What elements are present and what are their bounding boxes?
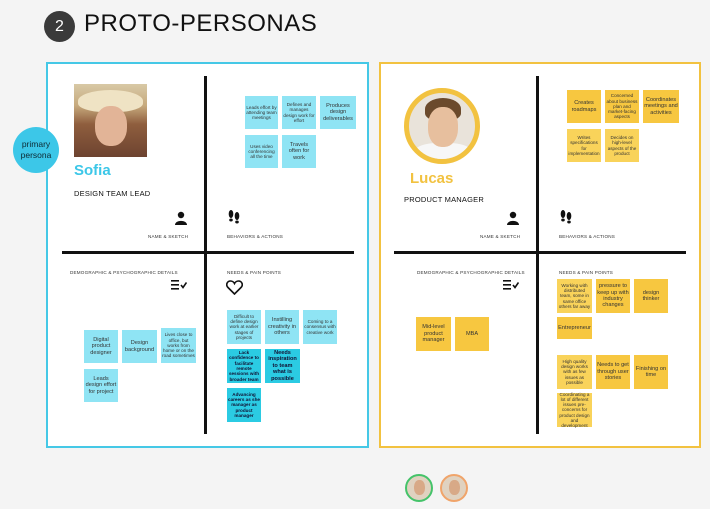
checklist-icon <box>503 280 519 290</box>
sticky-note[interactable]: Design background <box>122 330 157 363</box>
persona-role: DESIGN TEAM LEAD <box>74 189 151 198</box>
sticky-note[interactable]: Decides on high-level aspects of the pro… <box>605 129 639 162</box>
sticky-note[interactable]: Produces design deliverables <box>320 96 356 129</box>
primary-persona-badge: primary persona <box>13 127 59 173</box>
avatar-lucas[interactable] <box>440 474 468 502</box>
quadrant-label-needs: NEEDS & PAIN POINTS <box>227 270 282 275</box>
quadrant-label-name-sketch: NAME & SKETCH <box>148 234 189 239</box>
lucas-photo <box>404 88 480 164</box>
sticky-note[interactable]: Needs to get through user stories <box>596 355 630 389</box>
quadrant-axis-vertical <box>536 76 539 434</box>
sticky-note[interactable]: Creates roadmaps <box>567 90 601 123</box>
checklist-icon <box>171 280 187 290</box>
sticky-note[interactable]: Digital product designer <box>84 330 118 363</box>
quadrant-label-demographic: DEMOGRAPHIC & PSYCHOGRAPHIC DETAILS <box>417 270 525 275</box>
page-title: PROTO-PERSONAS <box>84 10 318 37</box>
quadrant-label-name-sketch: NAME & SKETCH <box>480 234 521 239</box>
sticky-note[interactable]: Concerned about business plan and market… <box>605 90 639 123</box>
sticky-note[interactable]: Lack confidence to facilitate remote ses… <box>227 349 261 383</box>
persona-name: Lucas <box>410 170 454 187</box>
heart-icon <box>226 280 243 295</box>
sticky-note[interactable]: High quality design works with as few is… <box>557 355 592 389</box>
sticky-note[interactable]: Entrepreneur <box>557 317 592 339</box>
sticky-note[interactable]: Working with distributed team, some in s… <box>557 279 592 313</box>
quadrant-axis-horizontal <box>394 251 686 254</box>
sticky-note[interactable]: Finishing on time <box>634 355 668 389</box>
person-icon <box>507 211 519 225</box>
persona-role: PRODUCT MANAGER <box>404 195 484 204</box>
sticky-note[interactable]: Coordinates meetings and activities <box>643 90 679 123</box>
person-icon <box>175 211 187 225</box>
quadrant-label-behaviors: BEHAVIORS & ACTIONS <box>559 234 616 239</box>
sticky-note[interactable]: Leads design effort for project <box>84 369 118 402</box>
sticky-note[interactable]: Difficult to define design work at earli… <box>227 310 261 344</box>
avatar-sofia[interactable] <box>405 474 433 502</box>
sticky-note[interactable]: Advancing careers as she manager as prod… <box>227 388 261 422</box>
sticky-note[interactable]: Defines and manages design work for effo… <box>282 96 316 129</box>
sofia-photo <box>74 84 147 157</box>
sticky-note[interactable]: Leads effort by attending team meetings <box>245 96 278 129</box>
sticky-note[interactable]: Needs inspiration to team what is possib… <box>265 349 300 383</box>
sticky-note[interactable]: MBA <box>455 317 489 351</box>
sticky-note[interactable]: Uses video conferencing all the time <box>245 135 278 168</box>
sticky-note[interactable]: design thinker <box>634 279 668 313</box>
footsteps-icon <box>560 210 572 224</box>
sticky-note[interactable]: Coming to a consensus with creative work <box>303 310 337 344</box>
quadrant-label-needs: NEEDS & PAIN POINTS <box>559 270 614 275</box>
sticky-note[interactable]: pressure to keep up with industry change… <box>596 279 630 313</box>
quadrant-axis-vertical <box>204 76 207 434</box>
sticky-note[interactable]: Instilling creativity in others <box>265 310 299 344</box>
sticky-note[interactable]: Writes specifications for implementation <box>567 129 601 162</box>
quadrant-label-behaviors: BEHAVIORS & ACTIONS <box>227 234 284 239</box>
quadrant-label-demographic: DEMOGRAPHIC & PSYCHOGRAPHIC DETAILS <box>70 270 178 275</box>
footsteps-icon <box>228 210 240 224</box>
step-number-badge: 2 <box>44 11 75 42</box>
sticky-note[interactable]: Lives close to office, but works from ho… <box>161 328 196 363</box>
sticky-note[interactable]: Coordinating a lot of different issues p… <box>557 392 592 428</box>
quadrant-axis-horizontal <box>62 251 354 254</box>
sticky-note[interactable]: Mid-level product manager <box>416 317 451 351</box>
sticky-note[interactable]: Travels often for work <box>282 135 316 168</box>
persona-name: Sofia <box>74 162 111 179</box>
